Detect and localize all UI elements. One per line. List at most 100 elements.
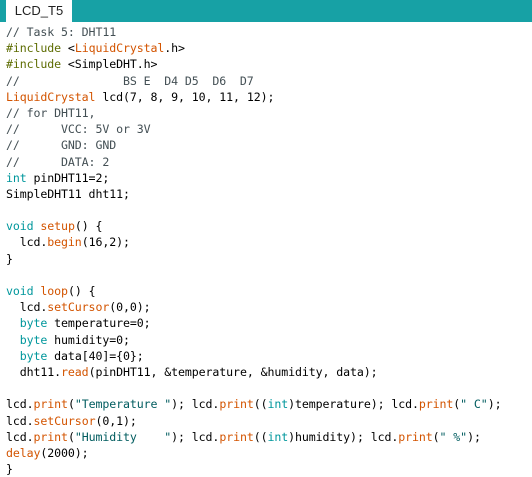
code-line: delay(2000);: [6, 445, 532, 461]
code-line: // BS E D4 D5 D6 D7: [6, 73, 532, 89]
code-token: LiquidCrystal: [74, 41, 165, 56]
code-line: [6, 380, 532, 396]
code-token: () {: [74, 219, 103, 234]
code-line: lcd.setCursor(0,1);: [6, 413, 532, 429]
code-token: void: [6, 284, 34, 298]
tab-bar: LCD_T5: [0, 0, 532, 22]
code-token: setCursor: [47, 300, 110, 315]
code-line: SimpleDHT11 dht11;: [6, 186, 532, 202]
code-token: (: [453, 397, 461, 412]
code-token: delay: [6, 445, 41, 460]
code-line: lcd.print("Humidity "); lcd.print((int)h…: [6, 429, 532, 445]
code-line: [6, 202, 532, 218]
code-token: " C": [460, 397, 488, 412]
code-token: (: [67, 429, 75, 444]
code-token: ); lcd.: [171, 429, 220, 444]
code-token: [6, 333, 20, 347]
code-line: LiquidCrystal lcd(7, 8, 9, 10, 11, 12);: [6, 89, 532, 105]
code-token: lcd(7, 8, 9, 10, 11, 12);: [95, 89, 275, 104]
code-token: dht11.: [6, 364, 62, 379]
code-line: }: [6, 251, 532, 267]
code-line: int pinDHT11=2;: [6, 170, 532, 186]
code-token: int: [267, 397, 289, 412]
code-token: setCursor: [33, 413, 96, 428]
code-token: lcd.: [6, 300, 48, 315]
code-token: )humidity); lcd.: [288, 429, 399, 444]
code-token: // BS E D4 D5 D6 D7: [6, 73, 254, 88]
code-token: (pinDHT11, &temperature, &humidity, data…: [88, 364, 378, 379]
code-token: <SimpleDHT.h>: [67, 57, 158, 72]
code-token: print: [418, 397, 454, 412]
code-token: }: [6, 462, 13, 477]
code-token: int: [267, 429, 289, 444]
code-token: (: [432, 429, 440, 444]
code-token: "Humidity ": [74, 429, 172, 444]
code-line: lcd.setCursor(0,0);: [6, 299, 532, 315]
code-token: byte: [19, 316, 48, 331]
code-token: ((: [253, 397, 268, 412]
code-text-area[interactable]: // Task 5: DHT11#include <LiquidCrystal.…: [0, 22, 532, 477]
code-token: humidity=0;: [47, 332, 130, 347]
code-token: "Temperature ": [74, 397, 172, 412]
code-line: #include <SimpleDHT.h>: [6, 56, 532, 72]
code-token: print: [33, 429, 69, 444]
code-token: // GND: GND: [6, 138, 117, 153]
code-token: void: [6, 219, 34, 234]
code-editor[interactable]: // Task 5: DHT11#include <LiquidCrystal.…: [0, 22, 532, 476]
code-token: #include: [6, 41, 68, 56]
code-token: (: [67, 397, 75, 412]
code-line: // GND: GND: [6, 137, 532, 153]
tab-lcd-t5[interactable]: LCD_T5: [6, 0, 72, 22]
code-line: [6, 267, 532, 283]
code-token: lcd.: [6, 235, 48, 250]
code-token: // for DHT11,: [6, 105, 96, 120]
code-token: begin: [47, 235, 82, 250]
code-token: print: [219, 397, 254, 412]
code-line: lcd.print("Temperature "); lcd.print((in…: [6, 396, 532, 412]
code-token: [6, 316, 20, 330]
code-line: #include <LiquidCrystal.h>: [6, 40, 532, 56]
code-line: void loop() {: [6, 283, 532, 299]
code-line: dht11.read(pinDHT11, &temperature, &humi…: [6, 364, 532, 380]
code-token: [6, 349, 20, 363]
code-token: LiquidCrystal: [6, 89, 96, 104]
code-token: (0,0);: [109, 300, 151, 315]
code-token: print: [33, 397, 69, 412]
code-token: (2000);: [40, 445, 89, 460]
code-token: print: [219, 429, 254, 444]
code-token: lcd.: [6, 429, 34, 444]
code-line: lcd.begin(16,2);: [6, 234, 532, 250]
code-token: (16,2);: [81, 235, 130, 250]
code-line: // Task 5: DHT11: [6, 24, 532, 40]
code-token: )temperature); lcd.: [288, 397, 419, 412]
code-line: // DATA: 2: [6, 154, 532, 170]
code-line: byte temperature=0;: [6, 315, 532, 331]
code-token: .h>: [164, 41, 185, 56]
code-token: " %": [439, 429, 468, 444]
code-line: }: [6, 461, 532, 477]
code-token: pinDHT11=2;: [26, 170, 110, 185]
code-token: byte: [19, 348, 48, 363]
code-token: temperature=0;: [47, 316, 151, 331]
code-token: <: [67, 41, 75, 56]
code-token: );: [487, 397, 502, 412]
code-token: );: [467, 429, 481, 444]
code-token: // VCC: 5V or 3V: [6, 122, 151, 137]
code-line: // VCC: 5V or 3V: [6, 121, 532, 137]
code-token: lcd.: [6, 397, 34, 412]
code-token: (0,1);: [95, 413, 137, 428]
code-token: data[40]={0};: [47, 348, 144, 363]
code-line: // for DHT11,: [6, 105, 532, 121]
code-token: SimpleDHT11 dht11;: [6, 186, 130, 201]
code-token: ((: [253, 429, 268, 444]
code-token: lcd.: [6, 413, 34, 428]
code-token: loop: [40, 284, 68, 298]
code-token: // DATA: 2: [6, 154, 110, 169]
code-token: ); lcd.: [171, 397, 220, 412]
code-line: byte data[40]={0};: [6, 348, 532, 364]
code-token: print: [398, 429, 433, 444]
code-token: setup: [40, 219, 75, 234]
code-token: }: [6, 251, 13, 266]
code-token: #include: [6, 57, 68, 72]
code-token: // Task 5: DHT11: [6, 25, 117, 39]
